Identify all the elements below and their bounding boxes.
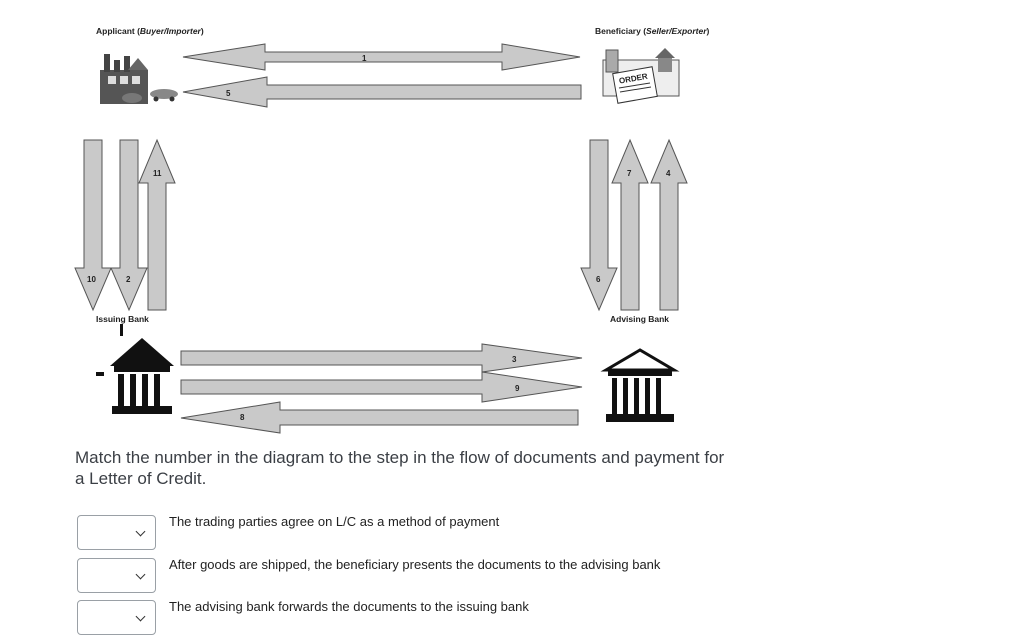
match-row: After goods are shipped, the beneficiary…	[77, 557, 777, 594]
match-row: The advising bank forwards the documents…	[77, 599, 777, 636]
arrow-2: 2	[110, 139, 148, 312]
step-number-select[interactable]	[77, 515, 156, 550]
arrow-8: 8	[180, 401, 579, 434]
svg-text:11: 11	[153, 169, 162, 178]
match-statement: The trading parties agree on L/C as a me…	[169, 514, 500, 529]
issuing-bank-icon	[96, 324, 174, 414]
lc-flow-diagram: Applicant (Buyer/Importer) Beneficiary (…	[74, 26, 710, 434]
applicant-label: Applicant (Buyer/Importer)	[96, 26, 204, 36]
svg-text:7: 7	[627, 169, 632, 178]
match-statement: The advising bank forwards the documents…	[169, 599, 529, 614]
svg-text:5: 5	[226, 89, 231, 98]
svg-text:8: 8	[240, 413, 245, 422]
arrow-9: 9	[180, 371, 583, 403]
arrow-10: 10	[74, 139, 112, 312]
svg-text:10: 10	[87, 275, 96, 284]
issuing-bank-label: Issuing Bank	[96, 314, 149, 324]
arrow-5: 5	[182, 76, 582, 108]
arrow-11: 11	[138, 138, 176, 311]
order-document-icon: ORDER	[602, 48, 680, 104]
chevron-down-icon	[135, 526, 146, 537]
svg-text:4: 4	[666, 169, 671, 178]
step-number-select[interactable]	[77, 558, 156, 593]
factory-icon	[100, 54, 178, 104]
match-row: The trading parties agree on L/C as a me…	[77, 514, 777, 551]
arrow-3: 3	[180, 343, 583, 373]
match-statement: After goods are shipped, the beneficiary…	[169, 557, 661, 572]
svg-text:9: 9	[515, 384, 520, 393]
svg-text:1: 1	[362, 54, 367, 63]
svg-text:6: 6	[596, 275, 601, 284]
arrow-1: 1	[182, 43, 581, 71]
advising-bank-label: Advising Bank	[610, 314, 669, 324]
advising-bank-icon	[600, 348, 680, 422]
chevron-down-icon	[135, 611, 146, 622]
svg-text:2: 2	[126, 275, 131, 284]
arrow-6: 6	[580, 139, 618, 312]
arrow-4: 4	[650, 138, 688, 311]
arrow-7: 7	[611, 138, 649, 311]
svg-text:3: 3	[512, 355, 517, 364]
beneficiary-label: Beneficiary (Seller/Exporter)	[595, 26, 710, 36]
question-text: Match the number in the diagram to the s…	[75, 448, 725, 488]
step-number-select[interactable]	[77, 600, 156, 635]
chevron-down-icon	[135, 569, 146, 580]
